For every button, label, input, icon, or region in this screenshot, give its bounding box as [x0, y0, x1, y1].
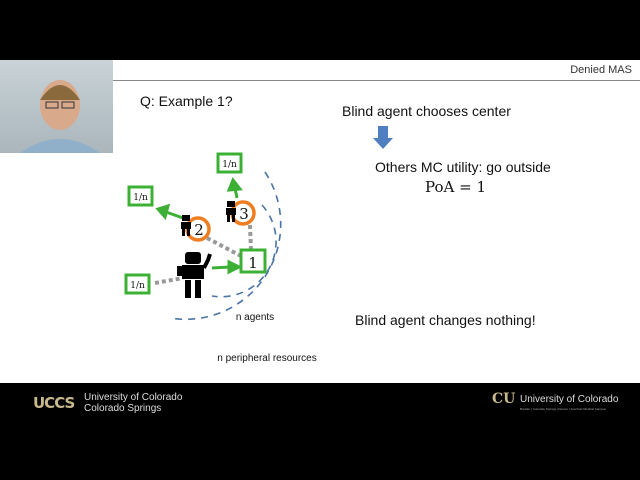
- slide-header: Denied MAS: [570, 64, 632, 76]
- small-robot-icon: [181, 215, 191, 236]
- resources-label: n peripheral resources: [217, 353, 317, 364]
- agent-2-label: 2: [194, 221, 204, 239]
- link-dotted: [206, 236, 242, 258]
- inner-dashed-arc: [211, 204, 277, 298]
- arrow-green: [155, 203, 171, 221]
- link-dotted: [248, 224, 253, 251]
- resource-label: 1/n: [222, 160, 237, 170]
- down-arrow-icon: [373, 126, 393, 149]
- agents-label: n agents: [236, 312, 274, 323]
- resource-box: [216, 152, 243, 174]
- question-text: Q: Example 1?: [140, 93, 233, 109]
- header-divider: [113, 80, 640, 81]
- blind-agent-text: Blind agent chooses center: [342, 103, 511, 119]
- resource-label: 1/n: [133, 193, 148, 203]
- arrow-green: [227, 259, 243, 275]
- uccs-line2: Colorado Springs: [84, 403, 162, 414]
- uccs-logo: UCCS: [33, 394, 75, 412]
- small-robot-icon: [226, 201, 236, 222]
- presenter-video: [0, 60, 113, 153]
- cu-logo: CU: [492, 391, 516, 407]
- poa-formula: PoA = 1: [425, 178, 486, 196]
- cu-name: University of Colorado: [520, 394, 619, 405]
- resource-box: [124, 273, 151, 295]
- agent-3-label: 3: [239, 205, 249, 223]
- blind-agent-nothing-text: Blind agent changes nothing!: [355, 312, 536, 328]
- uccs-line1: University of Colorado: [84, 392, 183, 403]
- cu-campuses: Boulder | Colorado Springs | Denver | An…: [520, 407, 606, 411]
- robot-icon: [177, 252, 212, 298]
- resource-label: 1/n: [130, 281, 145, 291]
- outer-dashed-arc: [169, 171, 282, 321]
- arrow-green: [226, 177, 243, 192]
- link-dotted: [154, 276, 184, 285]
- others-utility-text: Others MC utility: go outside: [375, 159, 551, 175]
- center-label: 1: [248, 254, 258, 272]
- resource-box: [127, 185, 154, 207]
- center-resource-box: [239, 248, 267, 274]
